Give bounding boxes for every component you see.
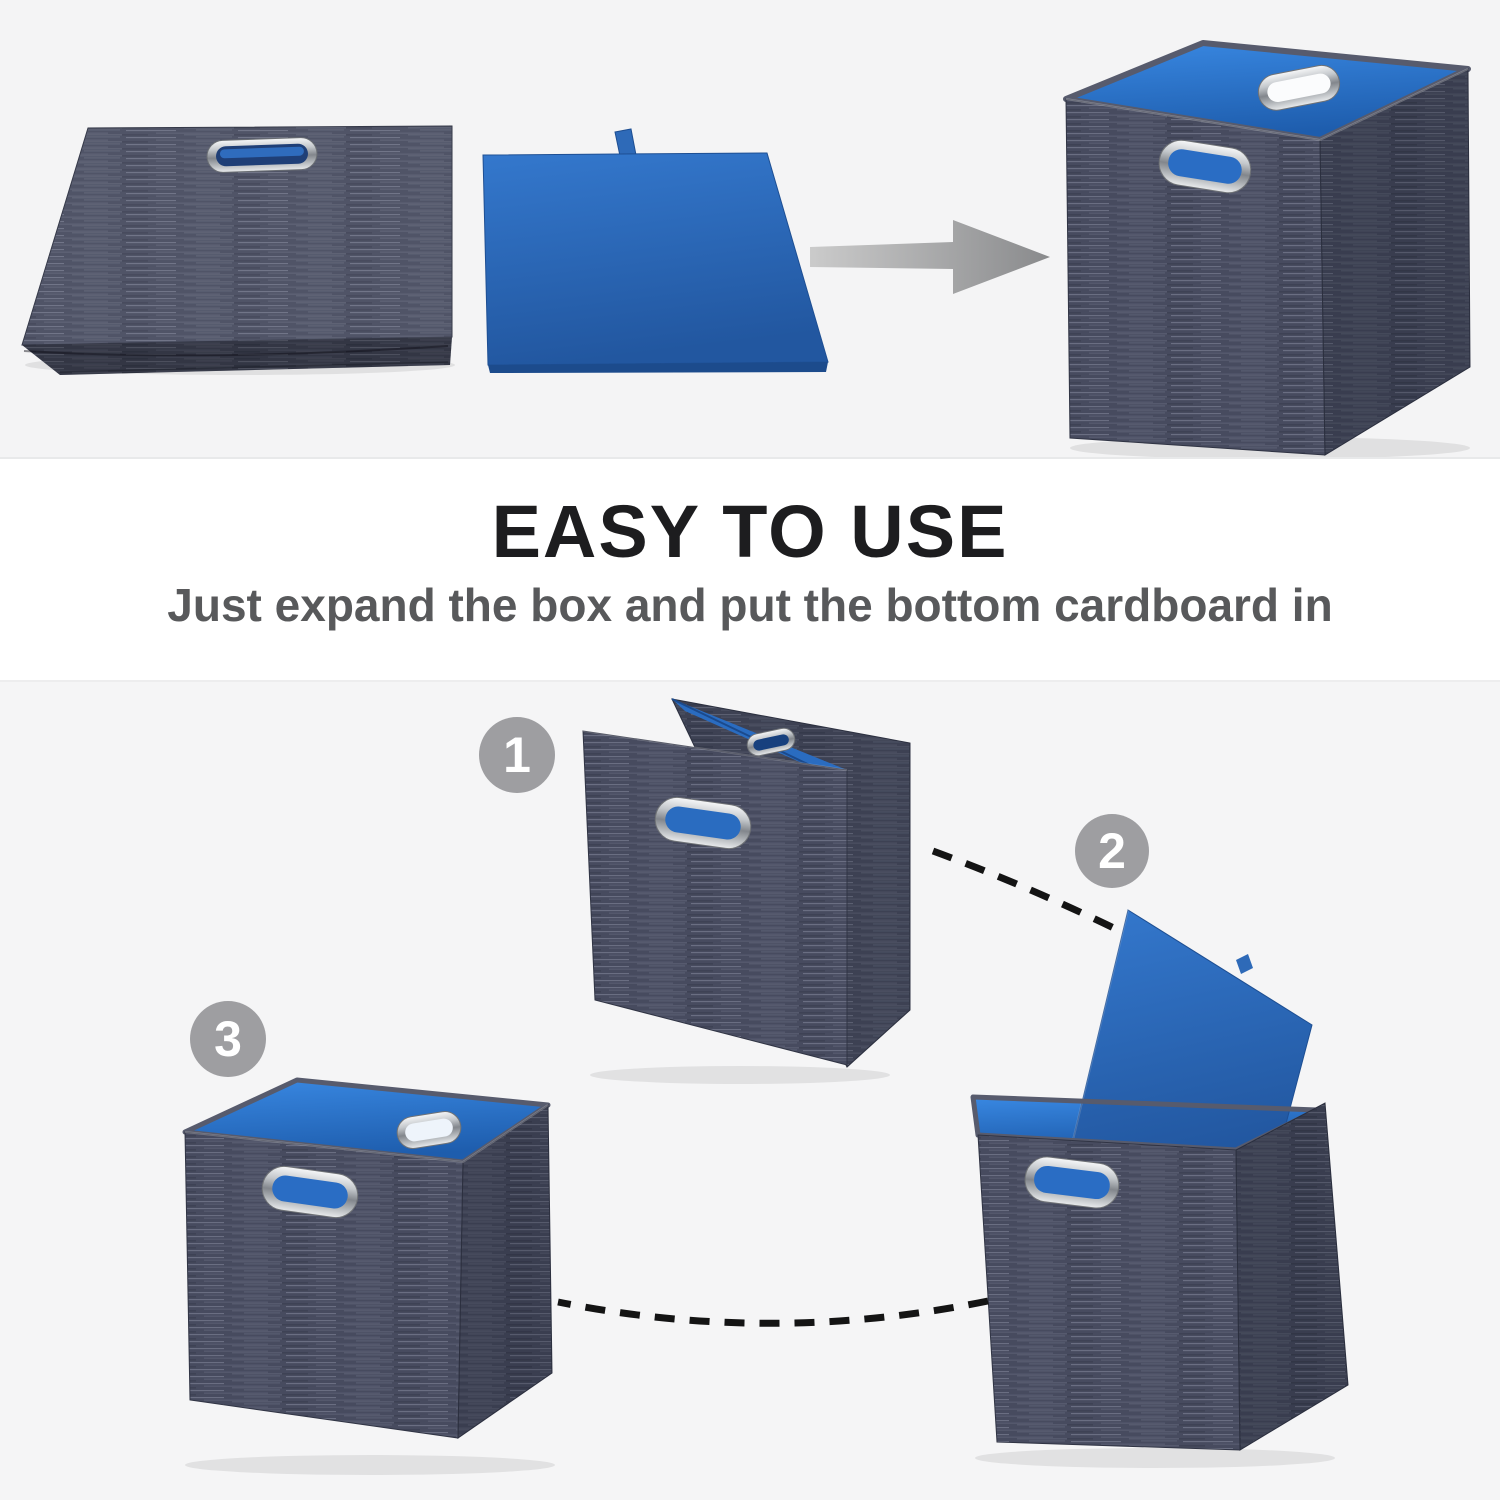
steps-section: 1 2 3	[0, 682, 1500, 1500]
step-3-badge: 3	[190, 1001, 266, 1077]
step-3-assembled-cube-photo	[182, 1077, 555, 1475]
step-1-folded-cube-photo	[582, 698, 911, 1084]
grommet-handle-icon	[1024, 1156, 1120, 1209]
grommet-handle-icon	[654, 796, 752, 850]
section-title: EASY TO USE	[491, 490, 1009, 573]
grommet-handle-icon	[1257, 64, 1341, 111]
step-1-badge: 1	[479, 717, 555, 793]
bottom-cardboard-photo	[482, 128, 829, 373]
section-subtitle: Just expand the box and put the bottom c…	[167, 578, 1333, 631]
step-2-badge: 2	[1075, 814, 1149, 888]
cardboard-pull-tab	[1236, 954, 1253, 974]
grommet-handle-icon	[396, 1110, 462, 1150]
grommet-handle-icon	[261, 1165, 359, 1219]
right-arrow-icon	[810, 220, 1050, 294]
folded-flat-cube-photo	[21, 125, 455, 375]
hero-section	[0, 0, 1500, 459]
assembled-cube-photo	[1063, 40, 1471, 459]
cardboard-pull-tab	[614, 128, 637, 157]
grommet-handle-icon	[746, 727, 796, 757]
step-3-number: 3	[214, 1011, 242, 1067]
step-2-insert-cardboard-photo	[970, 909, 1349, 1468]
step-1-number: 1	[503, 727, 531, 783]
step-2-number: 2	[1098, 823, 1126, 879]
grommet-handle-icon	[206, 137, 318, 173]
grommet-handle-icon	[1158, 139, 1252, 194]
easy-to-use-band: EASY TO USE Just expand the box and put …	[0, 457, 1500, 682]
